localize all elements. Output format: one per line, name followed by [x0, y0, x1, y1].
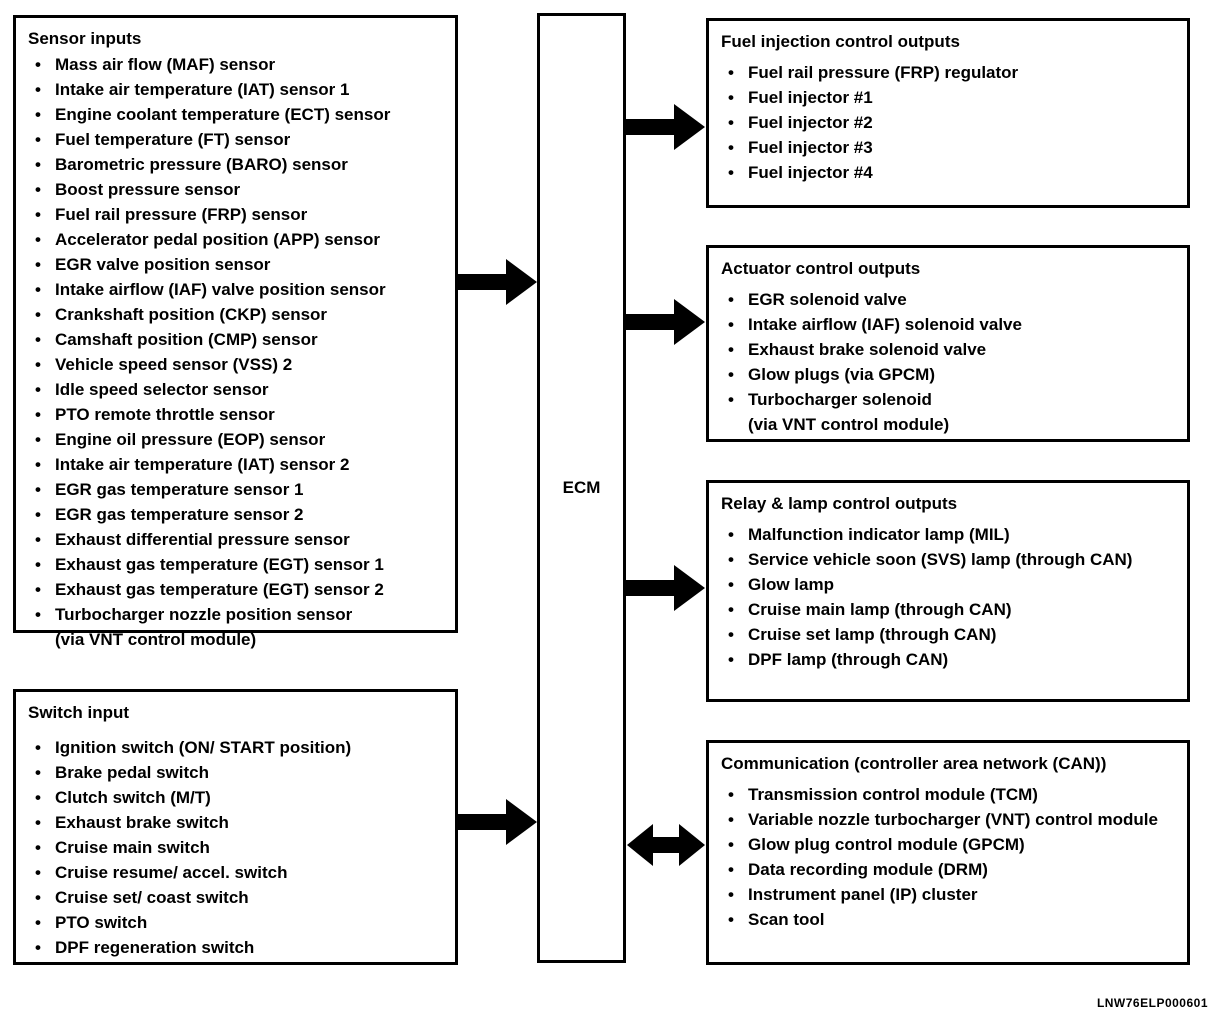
list-item: Brake pedal switch: [28, 760, 445, 785]
list-item: Engine coolant temperature (ECT) sensor: [28, 102, 445, 127]
list-item: Boost pressure sensor: [28, 177, 445, 202]
list-item: Intake airflow (IAF) valve position sens…: [28, 277, 445, 302]
ecm-box: ECM: [537, 13, 626, 963]
communication-list: Transmission control module (TCM)Variabl…: [721, 782, 1177, 932]
sensor-inputs-box: Sensor inputs Mass air flow (MAF) sensor…: [13, 15, 458, 649]
list-item: Transmission control module (TCM): [721, 782, 1177, 807]
list-item: Mass air flow (MAF) sensor: [28, 52, 445, 77]
list-item: Turbocharger solenoid (via VNT control m…: [721, 387, 1177, 437]
list-item: Cruise main lamp (through CAN): [721, 597, 1177, 622]
list-item: Exhaust gas temperature (EGT) sensor 2: [28, 577, 445, 602]
list-item: Exhaust differential pressure sensor: [28, 527, 445, 552]
relay-lamp-outputs-title: Relay & lamp control outputs: [721, 494, 958, 513]
switch-input-title: Switch input: [28, 703, 130, 722]
list-item: PTO switch: [28, 910, 445, 935]
list-item: Malfunction indicator lamp (MIL): [721, 522, 1177, 547]
list-item: Fuel injector #3: [721, 135, 1177, 160]
list-item: Crankshaft position (CKP) sensor: [28, 302, 445, 327]
list-item: Cruise set lamp (through CAN): [721, 622, 1177, 647]
list-item: Glow plug control module (GPCM): [721, 832, 1177, 857]
list-item: Fuel injector #4: [721, 160, 1177, 185]
list-item: Barometric pressure (BARO) sensor: [28, 152, 445, 177]
list-item: Fuel rail pressure (FRP) regulator: [721, 60, 1177, 85]
arrow-ecm-communication-bidirectional-icon: [627, 824, 705, 866]
arrow-ecm-to-actuator-icon: [626, 299, 705, 345]
list-item: Scan tool: [721, 907, 1177, 932]
list-item: EGR gas temperature sensor 1: [28, 477, 445, 502]
figure-code: LNW76ELP000601: [1096, 996, 1208, 1010]
arrow-ecm-to-fuel-injection-icon: [626, 104, 705, 150]
communication-box: Communication (controller area network (…: [706, 740, 1190, 965]
list-item: Fuel injector #2: [721, 110, 1177, 135]
ecm-label: ECM: [562, 478, 601, 497]
fuel-injection-outputs-list: Fuel rail pressure (FRP) regulatorFuel i…: [721, 60, 1177, 185]
switch-input-box: Switch input Ignition switch (ON/ START …: [13, 689, 458, 965]
list-item: Exhaust brake solenoid valve: [721, 337, 1177, 362]
communication-title: Communication (controller area network (…: [721, 754, 1107, 773]
fuel-injection-outputs-box: Fuel injection control outputs Fuel rail…: [706, 18, 1190, 208]
list-item: Camshaft position (CMP) sensor: [28, 327, 445, 352]
arrow-ecm-to-relay-lamp-icon: [626, 565, 705, 611]
fuel-injection-outputs-title: Fuel injection control outputs: [721, 32, 960, 51]
list-item: PTO remote throttle sensor: [28, 402, 445, 427]
list-item: EGR gas temperature sensor 2: [28, 502, 445, 527]
list-item: Exhaust gas temperature (EGT) sensor 1: [28, 552, 445, 577]
list-item: Turbocharger nozzle position sensor (via…: [28, 602, 445, 652]
actuator-outputs-box: Actuator control outputs EGR solenoid va…: [706, 245, 1190, 442]
list-item: Glow plugs (via GPCM): [721, 362, 1177, 387]
list-item: Variable nozzle turbocharger (VNT) contr…: [721, 807, 1177, 832]
list-item: DPF lamp (through CAN): [721, 647, 1177, 672]
list-item: Clutch switch (M/T): [28, 785, 445, 810]
list-item: Service vehicle soon (SVS) lamp (through…: [721, 547, 1177, 572]
list-item: Cruise resume/ accel. switch: [28, 860, 445, 885]
switch-input-list: Ignition switch (ON/ START position)Brak…: [28, 735, 445, 960]
list-item: Ignition switch (ON/ START position): [28, 735, 445, 760]
list-item: Fuel injector #1: [721, 85, 1177, 110]
list-item: Intake air temperature (IAT) sensor 2: [28, 452, 445, 477]
list-item: EGR valve position sensor: [28, 252, 445, 277]
list-item: Vehicle speed sensor (VSS) 2: [28, 352, 445, 377]
actuator-outputs-list: EGR solenoid valveIntake airflow (IAF) s…: [721, 287, 1177, 437]
list-item: Exhaust brake switch: [28, 810, 445, 835]
actuator-outputs-title: Actuator control outputs: [721, 259, 921, 278]
list-item: Intake airflow (IAF) solenoid valve: [721, 312, 1177, 337]
list-item: EGR solenoid valve: [721, 287, 1177, 312]
list-item: Instrument panel (IP) cluster: [721, 882, 1177, 907]
list-item: Fuel temperature (FT) sensor: [28, 127, 445, 152]
list-item: Cruise main switch: [28, 835, 445, 860]
list-item: Fuel rail pressure (FRP) sensor: [28, 202, 445, 227]
relay-lamp-outputs-list: Malfunction indicator lamp (MIL)Service …: [721, 522, 1177, 672]
list-item: Intake air temperature (IAT) sensor 1: [28, 77, 445, 102]
list-item: DPF regeneration switch: [28, 935, 445, 960]
arrow-switch-input-to-ecm-icon: [458, 799, 537, 845]
sensor-inputs-list: Mass air flow (MAF) sensorIntake air tem…: [28, 52, 445, 652]
list-item: Accelerator pedal position (APP) sensor: [28, 227, 445, 252]
list-item: Cruise set/ coast switch: [28, 885, 445, 910]
arrow-sensor-inputs-to-ecm-icon: [458, 259, 537, 305]
list-item: Engine oil pressure (EOP) sensor: [28, 427, 445, 452]
sensor-inputs-title: Sensor inputs: [28, 29, 142, 48]
list-item: Idle speed selector sensor: [28, 377, 445, 402]
list-item: Data recording module (DRM): [721, 857, 1177, 882]
relay-lamp-outputs-box: Relay & lamp control outputs Malfunction…: [706, 480, 1190, 702]
list-item: Glow lamp: [721, 572, 1177, 597]
